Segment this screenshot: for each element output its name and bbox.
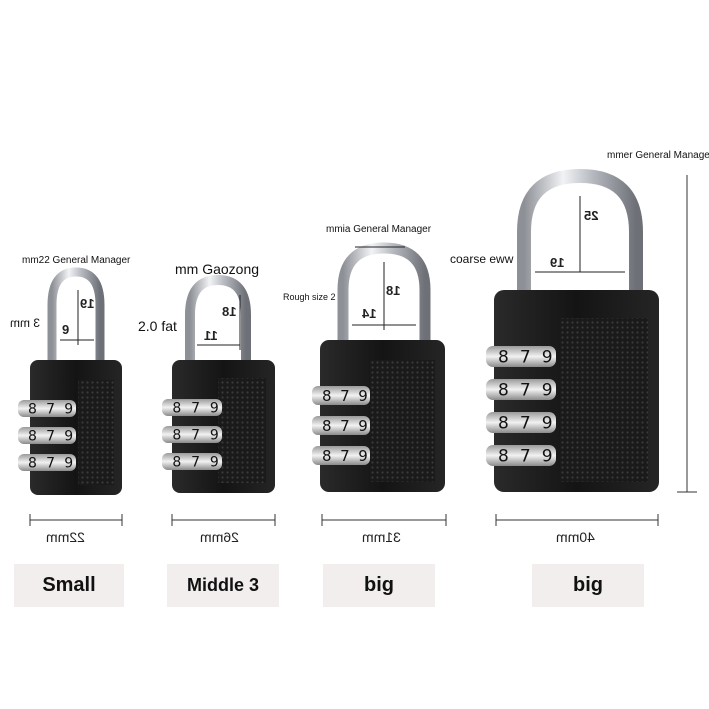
dial-digit: 9 xyxy=(210,427,219,443)
grip-texture xyxy=(560,318,648,482)
side-label-big-1: Rough size 2 xyxy=(283,292,336,302)
dial-digit: 9 xyxy=(64,455,73,471)
dial-digit: 7 xyxy=(340,417,350,435)
side-label-small: 3 mm xyxy=(10,316,40,330)
shackle-height-big-1: 18 xyxy=(386,283,401,298)
dial-digit: 9 xyxy=(542,446,553,466)
dial-digit: 8 xyxy=(28,401,37,417)
dial-digit: 9 xyxy=(542,347,553,367)
dial-digit: 8 xyxy=(498,347,509,367)
dial-digit: 8 xyxy=(28,428,37,444)
shackle-height-big-2: 25 xyxy=(584,208,599,223)
size-label-middle: Middle 3 xyxy=(167,564,279,607)
dial-digit: 8 xyxy=(322,387,332,405)
dial-digit: 9 xyxy=(210,400,219,416)
side-label-middle: 2.0 fat xyxy=(138,318,177,334)
dial-digit: 9 xyxy=(358,387,368,405)
dial xyxy=(162,426,222,443)
body-width-big-1: 31mm xyxy=(362,529,401,545)
dial-stack xyxy=(312,386,370,465)
dial-digit: 8 xyxy=(322,447,332,465)
size-label-big-1: big xyxy=(323,564,435,607)
shackle xyxy=(337,242,431,352)
dial-digit: 8 xyxy=(498,380,509,400)
shackle-width-big-1: 14 xyxy=(362,306,377,321)
dial-digit: 7 xyxy=(191,427,200,443)
dial xyxy=(18,400,76,417)
dial-digit: 7 xyxy=(340,447,350,465)
grip-texture xyxy=(218,378,266,483)
dial xyxy=(486,445,556,466)
dial-digit: 7 xyxy=(520,380,531,400)
dial-digit: 8 xyxy=(498,413,509,433)
dial-digit: 9 xyxy=(64,428,73,444)
dial-stack xyxy=(486,346,556,466)
body-width-big-2: 40mm xyxy=(556,529,595,545)
padlock-big-2 xyxy=(486,168,697,526)
padlock-middle xyxy=(162,274,276,526)
shackle xyxy=(47,267,105,370)
body-width-middle: 26mm xyxy=(200,529,239,545)
dial-digit: 9 xyxy=(358,447,368,465)
dial-digit: 7 xyxy=(191,454,200,470)
shackle-height-middle: 18 xyxy=(222,304,237,319)
dial-digit: 7 xyxy=(191,400,200,416)
padlock-big-1 xyxy=(312,242,447,526)
dial-digit: 9 xyxy=(210,454,219,470)
dial-stack xyxy=(18,400,76,471)
grip-texture xyxy=(370,360,435,482)
dial-digit: 7 xyxy=(340,387,350,405)
shackle xyxy=(517,168,643,300)
dial-digit: 8 xyxy=(498,446,509,466)
dial-digit: 7 xyxy=(520,446,531,466)
top-label-big-2: mmer General Manager xyxy=(607,150,709,161)
side-label-big-2: coarse eww xyxy=(450,252,514,266)
dial xyxy=(312,416,370,435)
shackle-width-small: 9 xyxy=(62,322,70,337)
top-label-middle: mm Gaozong xyxy=(175,261,260,277)
dial-digit: 7 xyxy=(46,401,55,417)
top-label-small: mm22 General Manager xyxy=(22,255,131,266)
dial-digit: 8 xyxy=(172,427,181,443)
dial xyxy=(162,453,222,470)
shackle-height-small: 19 xyxy=(80,296,95,311)
dial-digit: 8 xyxy=(28,455,37,471)
dial xyxy=(312,446,370,465)
dial xyxy=(312,386,370,405)
top-label-big-1: mmia General Manager xyxy=(326,224,432,235)
dial-digit: 9 xyxy=(64,401,73,417)
shackle-width-middle: 11 xyxy=(204,328,218,343)
padlock-small xyxy=(18,267,123,526)
shackle xyxy=(185,274,251,370)
dial xyxy=(486,412,556,433)
size-label-big-2: big xyxy=(532,564,644,607)
dial-digit: 7 xyxy=(46,455,55,471)
dial-digit: 8 xyxy=(172,400,181,416)
dial-digit: 9 xyxy=(542,413,553,433)
dial-digit: 9 xyxy=(358,417,368,435)
body-width-small: 22mm xyxy=(46,529,85,545)
dial xyxy=(162,399,222,416)
dial-digit: 7 xyxy=(520,347,531,367)
dial xyxy=(18,454,76,471)
shackle-width-big-2: 19 xyxy=(550,255,565,270)
dial-stack xyxy=(162,399,222,470)
dial-digit: 7 xyxy=(520,413,531,433)
dial xyxy=(18,427,76,444)
dial-digit: 7 xyxy=(46,428,55,444)
dial xyxy=(486,346,556,367)
grip-texture xyxy=(78,380,114,485)
dial xyxy=(486,379,556,400)
dial-digit: 8 xyxy=(322,417,332,435)
dial-digit: 8 xyxy=(172,454,181,470)
dial-digit: 9 xyxy=(542,380,553,400)
size-label-small: Small xyxy=(14,564,124,607)
